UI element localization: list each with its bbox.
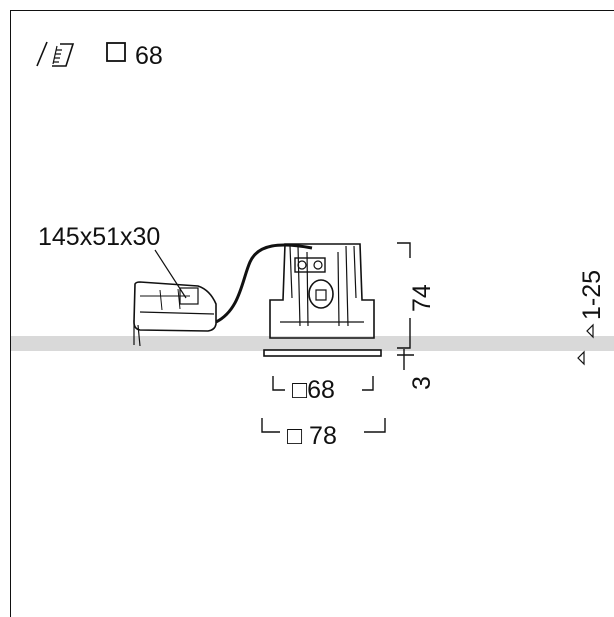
square-symbol-icon [106, 42, 126, 62]
ceiling-cutout-icon [36, 41, 75, 67]
inner-width-dimension [272, 376, 374, 391]
inner-width-label: □68 [292, 376, 335, 404]
connection-cable [215, 243, 313, 324]
flange-label: 3 [408, 376, 436, 390]
ceiling-arrow-lower-icon [577, 350, 585, 366]
driver-leader-line [154, 249, 187, 299]
outer-width-dimension [261, 418, 386, 433]
outer-width-label: □ 78 [287, 422, 337, 450]
drawing-frame [10, 10, 614, 617]
ceiling-band [11, 336, 614, 351]
ceiling-thickness-label: 1-25 [578, 270, 606, 320]
driver-box [133, 281, 217, 347]
luminaire-body [269, 243, 375, 339]
cutout-size: 68 [135, 42, 163, 70]
height-dimension [397, 242, 414, 370]
driver-dimensions-label: 145x51x30 [38, 223, 160, 251]
ceiling-arrow-upper-icon [586, 323, 594, 339]
luminaire-flange [263, 349, 382, 357]
height-label: 74 [408, 284, 436, 312]
